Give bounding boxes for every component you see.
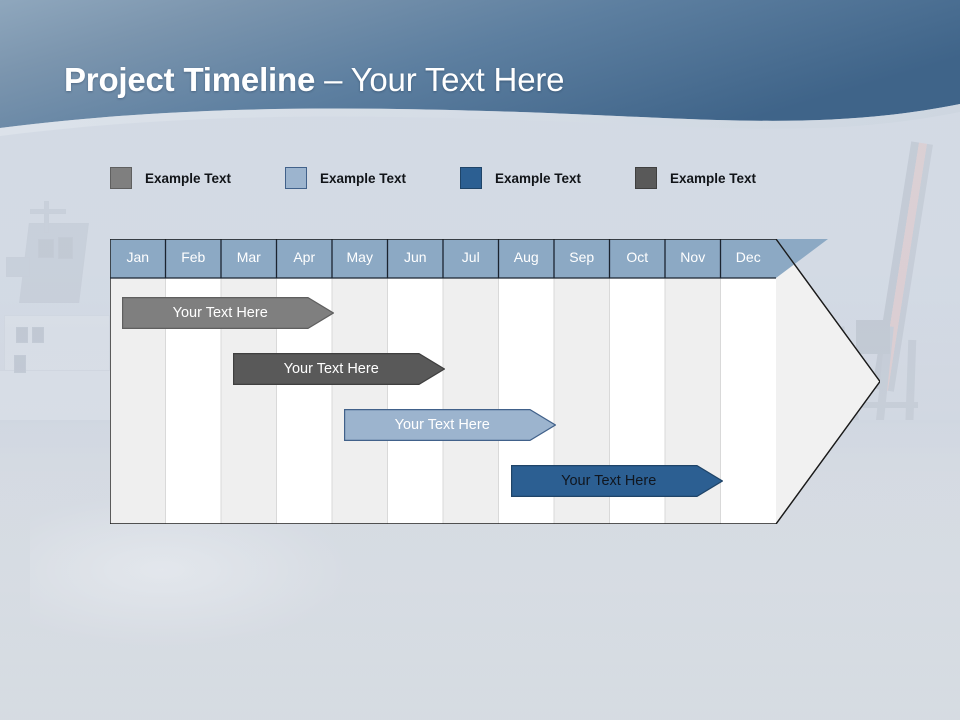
page-title-light: – Your Text Here [315, 61, 565, 98]
legend-item[interactable]: Example Text [460, 167, 581, 189]
month-label-apr: Apr [293, 249, 316, 265]
timeline-bar-label: Your Text Here [394, 417, 490, 433]
month-column-stripe [720, 278, 776, 524]
month-label-may: May [346, 249, 373, 265]
legend-swatch-light-blue [285, 167, 307, 189]
month-column-stripe [387, 278, 443, 524]
month-column-stripe [332, 278, 388, 524]
legend-item[interactable]: Example Text [110, 167, 231, 189]
legend-item-label: Example Text [670, 170, 757, 186]
legend-item-label: Example Text [320, 170, 407, 186]
timeline-bar-shape [122, 297, 335, 329]
legend-swatch-dark-grey [635, 167, 657, 189]
timeline-bar[interactable]: Your Text Here [344, 409, 557, 441]
legend-item[interactable]: Example Text [285, 167, 406, 189]
timeline-bar[interactable]: Your Text Here [510, 465, 723, 497]
month-label-mar: Mar [236, 249, 261, 265]
month-label-dec: Dec [735, 249, 761, 265]
month-column-stripe [443, 278, 499, 524]
timeline-bar-shape [510, 465, 723, 497]
timeline-bar[interactable]: Your Text Here [233, 353, 446, 385]
header-banner: Project Timeline – Your Text Here [0, 0, 960, 140]
month-label-oct: Oct [626, 249, 649, 265]
timeline-bar-label: Your Text Here [283, 361, 379, 377]
month-label-feb: Feb [181, 249, 206, 265]
timeline-bar-label: Your Text Here [172, 305, 268, 321]
page-title-strong: Project Timeline [64, 61, 316, 98]
timeline-bar-shape [233, 353, 446, 385]
month-header-cap [776, 239, 828, 278]
month-label-jan: Jan [126, 249, 150, 265]
timeline-bar-shape [344, 409, 557, 441]
page-title: Project Timeline – Your Text Here [64, 58, 564, 102]
legend-item[interactable]: Example Text [635, 167, 756, 189]
month-label-jul: Jul [461, 249, 480, 265]
timeline-chart-canvas [110, 239, 880, 524]
legend-item-label: Example Text [145, 170, 232, 186]
month-label-nov: Nov [680, 249, 706, 265]
legend-swatch-blue [460, 167, 482, 189]
timeline-bar[interactable]: Your Text Here [122, 297, 335, 329]
month-label-aug: Aug [513, 249, 539, 265]
legend-swatch-grey [110, 167, 132, 189]
month-label-jun: Jun [403, 249, 427, 265]
timeline-bar-label: Your Text Here [561, 473, 657, 489]
legend-item-label: Example Text [495, 170, 582, 186]
month-label-sep: Sep [569, 249, 595, 265]
timeline-arrow-outline [110, 239, 880, 524]
